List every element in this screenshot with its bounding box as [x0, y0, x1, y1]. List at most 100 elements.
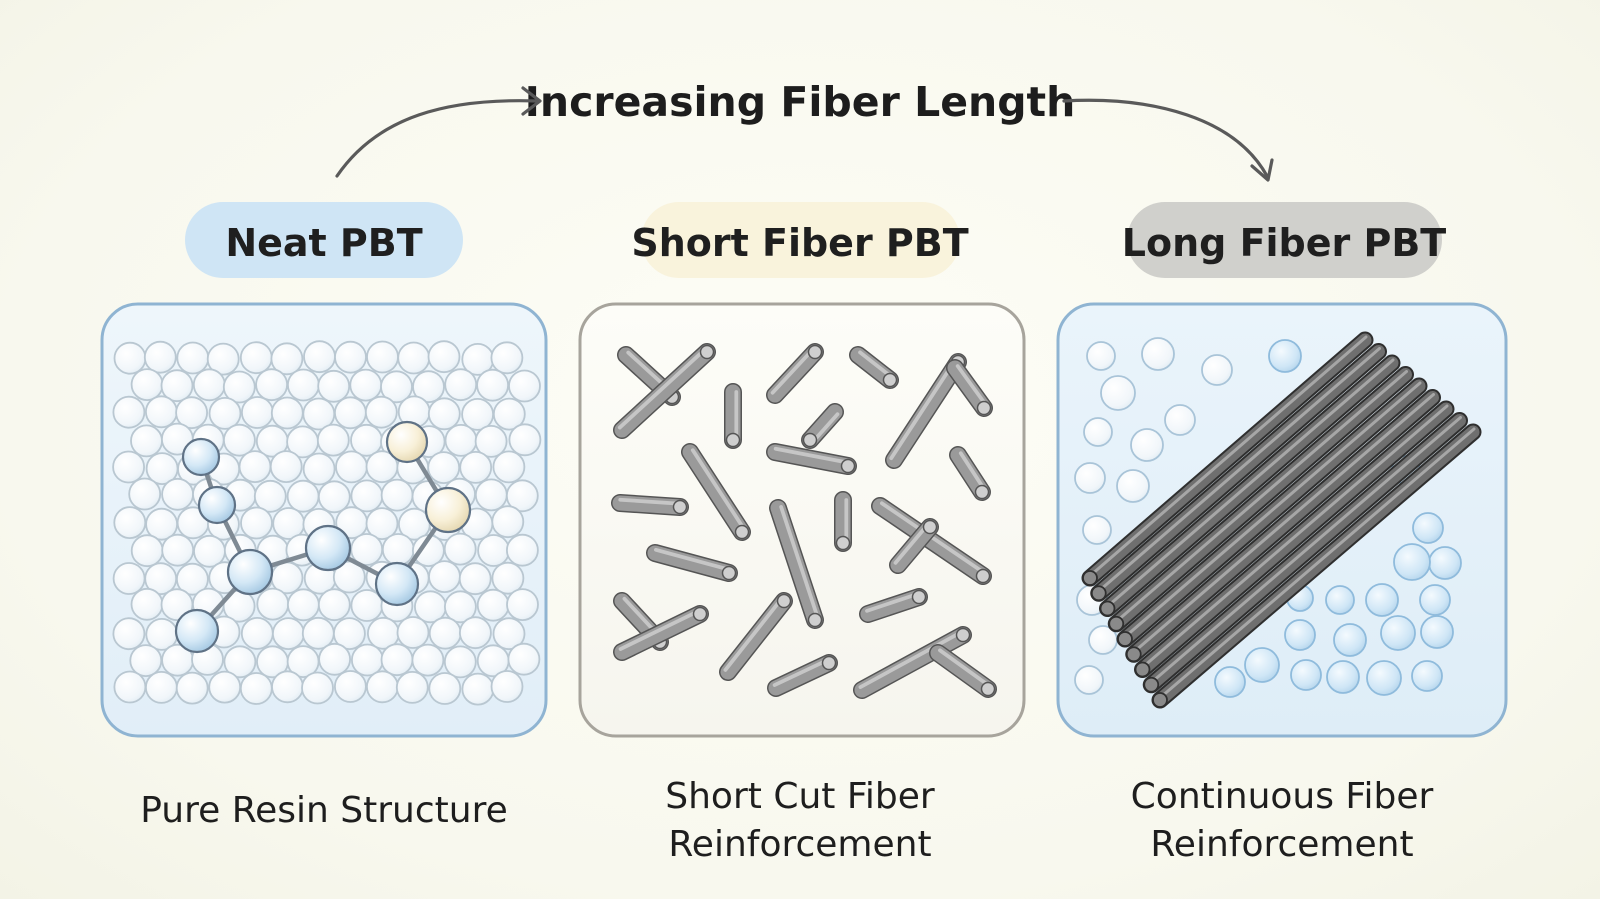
resin-bubble [332, 617, 366, 650]
short-fiber-highlight [858, 350, 894, 380]
long-fiber-highlight [1089, 335, 1368, 577]
resin-bubble [1365, 583, 1399, 617]
resin-bubble [175, 671, 209, 705]
long-fiber-highlight [1124, 381, 1422, 638]
short-fiber-end [807, 612, 823, 628]
short-fiber-end [980, 681, 996, 697]
resin-bubble [240, 506, 273, 540]
resin-bubble [176, 341, 210, 375]
short-fiber [614, 606, 708, 660]
resin-bubble [334, 340, 367, 374]
resin-bubble [476, 368, 510, 402]
resin-bubble [1100, 375, 1136, 411]
short-fiber-end [882, 372, 898, 388]
resin-bubble [1411, 660, 1443, 692]
resin-bubble [335, 450, 368, 484]
resin-bubble [1284, 619, 1316, 651]
long-fiber-end [1134, 661, 1151, 678]
resin-bubble [317, 480, 351, 514]
resin-bubble [458, 616, 492, 650]
resin-bubble [144, 671, 178, 704]
short-fiber [770, 500, 823, 628]
resin-bubble [112, 617, 146, 651]
resin-bubble [255, 368, 289, 402]
resin-bubble [427, 340, 461, 374]
resin-bubble [303, 340, 336, 374]
long-fiber-end [1143, 676, 1160, 693]
short-fiber-end [692, 606, 708, 622]
short-fiber [950, 447, 990, 500]
molecule-atom [374, 561, 420, 607]
long-fiber [1109, 368, 1412, 631]
short-fiber [614, 344, 715, 438]
resin-bubble [1201, 354, 1233, 386]
resin-bubble [397, 341, 431, 375]
resin-bubble [444, 368, 478, 402]
short-fiber-highlight [617, 347, 707, 430]
resin-bubble [380, 643, 414, 677]
left-curved-arrow [335, 86, 542, 178]
short-fiber-end [725, 432, 741, 448]
short-fiber-end [807, 344, 823, 360]
long-fiber-end [1090, 585, 1107, 602]
long-fiber-highlight [1107, 358, 1395, 607]
resin-bubble [461, 672, 495, 706]
resin-bubble [333, 670, 367, 703]
resin-bubble [113, 670, 147, 704]
resin-bubble [427, 451, 461, 485]
short-fiber-highlight [865, 591, 920, 613]
caption-neat: Pure Resin Structure [140, 790, 508, 831]
resin-bubble [286, 479, 320, 513]
short-fiber-end [821, 655, 837, 671]
resin-bubble [350, 643, 384, 677]
resin-bubble [269, 450, 303, 484]
long-fiber [1127, 391, 1439, 661]
resin-bubble [161, 477, 195, 511]
resin-bubble [458, 562, 492, 596]
long-fiber [1092, 345, 1385, 600]
panel-short-fiber-pbt [578, 302, 1026, 738]
resin-bubble [1116, 469, 1150, 503]
resin-bubble [318, 642, 352, 676]
resin-bubble [286, 588, 320, 622]
resin-bubble [317, 588, 351, 622]
resin-bubble [1290, 659, 1322, 691]
resin-bubble [113, 506, 147, 539]
short-fiber-end [835, 535, 851, 551]
short-fiber-highlight [779, 505, 821, 621]
pill-label-long: Long Fiber PBT [1122, 221, 1447, 265]
molecule-atom [226, 548, 274, 596]
resin-bubble [1428, 546, 1462, 580]
resin-bubble [1082, 515, 1112, 545]
resin-bubble [271, 670, 304, 704]
resin-bubble [192, 368, 226, 402]
resin-bubble [128, 477, 162, 511]
long-fiber-highlight [1115, 370, 1408, 623]
resin-bubble [208, 396, 242, 430]
short-fiber-highlight [618, 497, 683, 506]
resin-bubble [349, 368, 383, 402]
resin-bubble [113, 341, 147, 375]
resin-bubble [1333, 623, 1367, 657]
short-fiber [612, 495, 688, 515]
short-fibers [611, 343, 997, 699]
resin-bubble [396, 616, 430, 649]
resin-bubble [1325, 585, 1355, 615]
short-fiber [890, 519, 938, 573]
resin-bubble [239, 341, 273, 375]
short-fiber-highlight [858, 630, 964, 689]
polymer-molecule [174, 420, 472, 654]
short-fiber-end [922, 519, 938, 535]
resin-bubble [506, 533, 539, 567]
resin-bubble [505, 479, 539, 513]
short-fiber-end [974, 484, 990, 500]
resin-bubble [1244, 647, 1280, 683]
pill-label-neat: Neat PBT [225, 221, 422, 265]
short-fiber-highlight [879, 501, 987, 576]
short-fiber-highlight [938, 648, 992, 689]
long-fiber-end [1125, 646, 1142, 663]
short-fiber-end [672, 499, 688, 515]
long-fibers [1081, 331, 1482, 709]
panel-long-fiber-pbt [1056, 302, 1508, 738]
resin-bubble [428, 672, 462, 705]
